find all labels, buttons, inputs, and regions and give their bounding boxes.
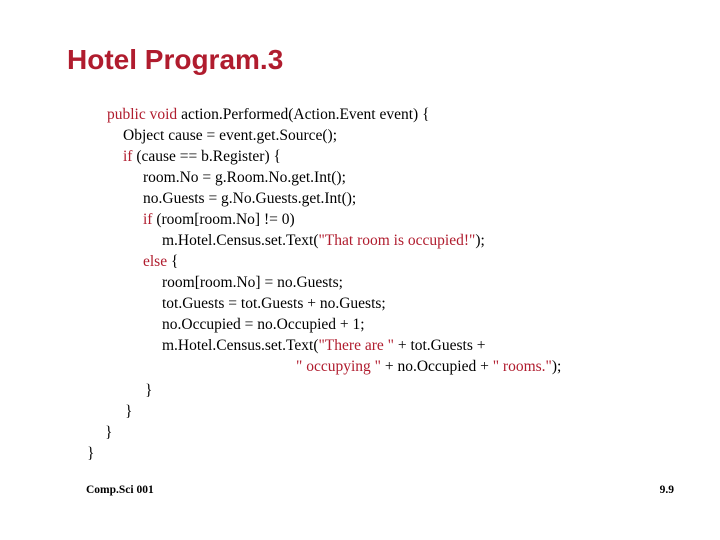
code-line-15: }	[125, 401, 132, 422]
string-literal: " rooms."	[492, 358, 552, 375]
keyword-public: public	[107, 106, 146, 123]
keyword-else: else	[143, 253, 168, 270]
code-text: room[room.No] = no.Guests;	[162, 274, 343, 291]
code-text: );	[475, 232, 485, 249]
code-text: (room[room.No] != 0)	[152, 211, 295, 228]
code-line-11: no.Occupied = no.Occupied + 1;	[162, 314, 365, 335]
closing-brace: }	[145, 382, 153, 399]
code-text: + tot.Guests +	[393, 337, 486, 354]
code-line-12: m.Hotel.Census.set.Text("There are " + t…	[162, 335, 486, 356]
code-text: + no.Occupied +	[380, 358, 493, 375]
closing-brace: }	[87, 445, 95, 462]
code-text: no.Occupied = no.Occupied + 1;	[162, 316, 365, 333]
code-line-16: }	[105, 422, 112, 443]
code-text: Object cause = event.get.Source();	[123, 127, 338, 144]
keyword-if: if	[123, 148, 133, 165]
code-line-4: room.No = g.Room.No.get.Int();	[143, 167, 346, 188]
slide-title: Hotel Program.3	[67, 44, 284, 75]
closing-brace: }	[105, 424, 113, 441]
string-literal: "There are "	[318, 337, 394, 354]
code-line-10: tot.Guests = tot.Guests + no.Guests;	[162, 293, 386, 314]
code-line-14: }	[145, 380, 152, 401]
code-text: {	[167, 253, 179, 270]
code-line-13: " occupying " + no.Occupied + " rooms.")…	[296, 356, 561, 377]
code-line-5: no.Guests = g.No.Guests.get.Int();	[143, 188, 356, 209]
footer-page-number: 9.9	[659, 484, 674, 496]
code-text: no.Guests = g.No.Guests.get.Int();	[143, 190, 357, 207]
keyword-void: void	[149, 106, 178, 123]
code-line-7: m.Hotel.Census.set.Text("That room is oc…	[162, 230, 485, 251]
footer-course: Comp.Sci 001	[86, 484, 154, 496]
code-line-9: room[room.No] = no.Guests;	[162, 272, 343, 293]
code-text: );	[551, 358, 562, 375]
code-line-3: if (cause == b.Register) {	[123, 146, 281, 167]
keyword-if: if	[143, 211, 153, 228]
string-literal: "That room is occupied!"	[318, 232, 476, 249]
code-line-17: }	[87, 443, 94, 464]
closing-brace: }	[125, 403, 133, 420]
code-line-8: else {	[143, 251, 178, 272]
code-text: (cause == b.Register) {	[132, 148, 281, 165]
code-text: m.Hotel.Census.set.Text(	[162, 232, 319, 249]
code-text: room.No = g.Room.No.get.Int();	[143, 169, 346, 186]
code-text: m.Hotel.Census.set.Text(	[162, 337, 319, 354]
code-line-2: Object cause = event.get.Source();	[123, 125, 337, 146]
code-text: tot.Guests = tot.Guests + no.Guests;	[162, 295, 386, 312]
string-literal: " occupying "	[296, 358, 381, 375]
code-text: action.Performed(Action.Event event) {	[177, 106, 430, 123]
code-line-6: if (room[room.No] != 0)	[143, 209, 295, 230]
code-line-1: public void action.Performed(Action.Even…	[107, 104, 430, 125]
